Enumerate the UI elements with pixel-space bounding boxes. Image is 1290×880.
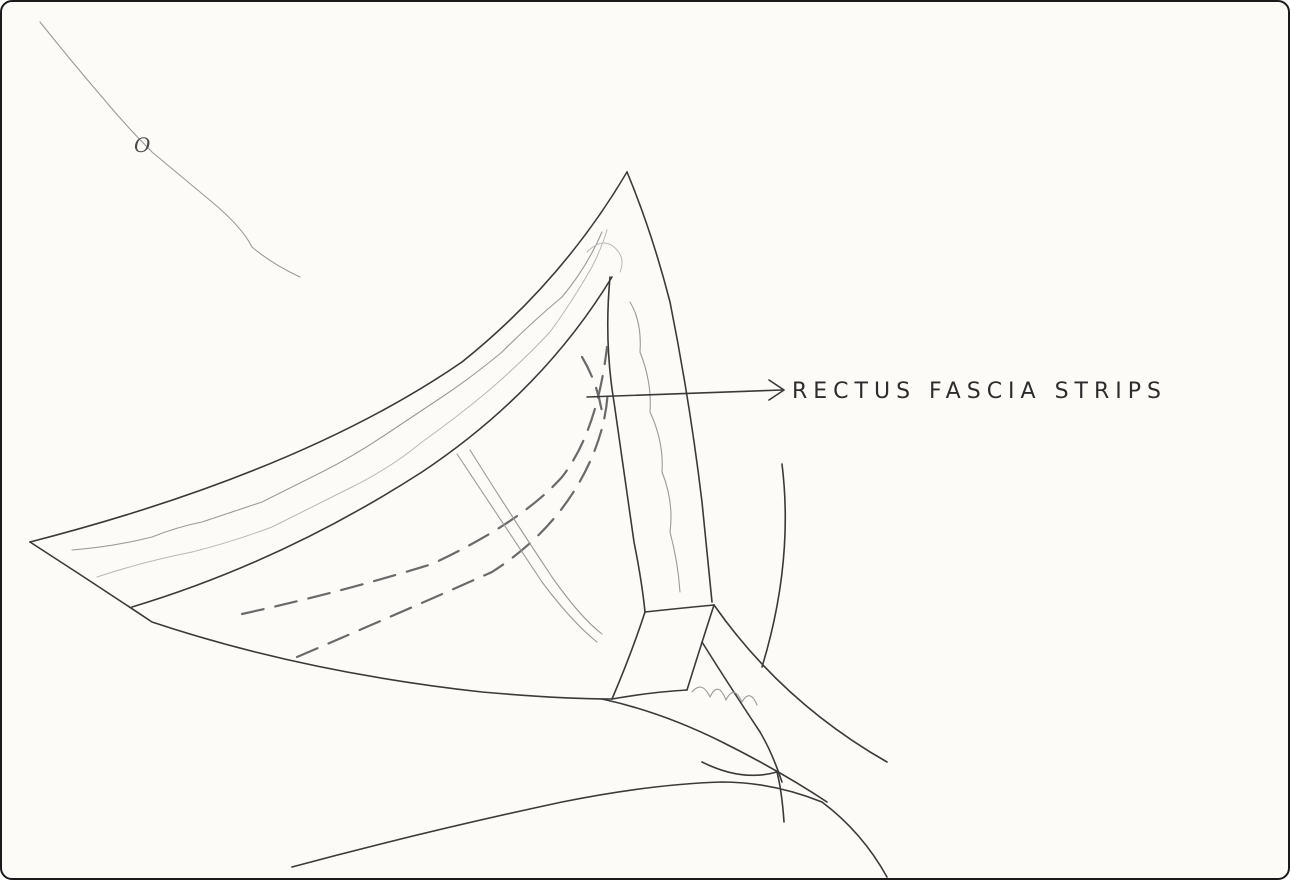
lower-segment-band [612, 690, 687, 699]
outer-arc [762, 464, 785, 667]
muscle-texture-upper-2 [97, 230, 607, 577]
corner-mark: O [134, 133, 150, 157]
base-fold [702, 762, 784, 822]
instrument-rod-a [457, 454, 597, 642]
incision-line-lower [297, 387, 608, 657]
label-pointer-line [587, 390, 782, 397]
rectus-fascia-strips-label: RECTUS FASCIA STRIPS [792, 379, 1167, 404]
flap-lower-edge [30, 542, 612, 699]
base-curve-lower [292, 782, 887, 877]
fascia-strip-texture [630, 302, 680, 592]
base-curve-upper [602, 699, 827, 802]
flap-outer-edge [30, 172, 627, 542]
tissue-inner-edge [702, 642, 782, 782]
lower-segment-left [612, 612, 645, 699]
incision-line-top [582, 357, 602, 412]
flap-inner-edge [132, 277, 612, 607]
skin-contour-line [40, 22, 300, 277]
fascia-strip-band [645, 605, 714, 612]
tissue-right-edge [714, 605, 887, 762]
muscle-texture-upper-3 [587, 243, 622, 272]
tissue-ripple [692, 687, 757, 705]
flap-right-edge [627, 172, 712, 602]
lower-segment-right [687, 605, 714, 690]
